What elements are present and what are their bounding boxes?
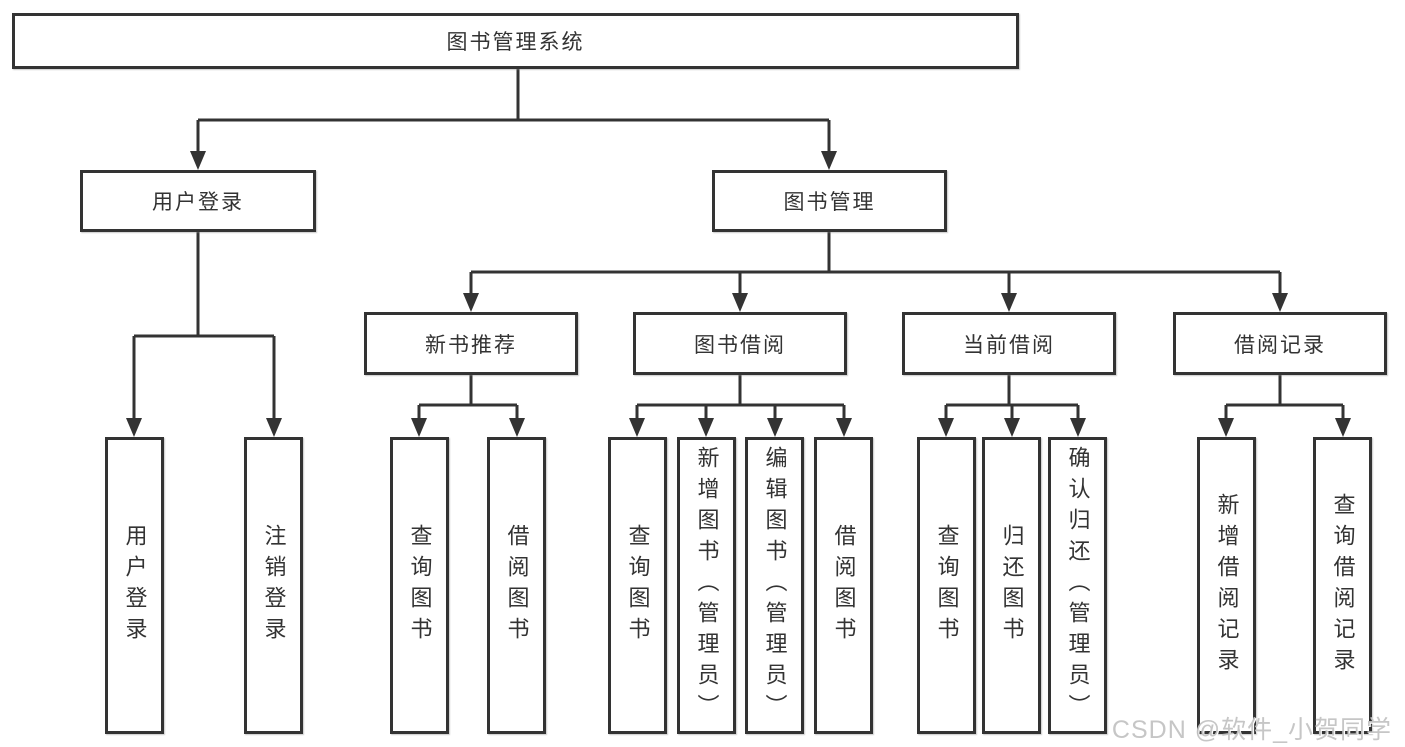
node-leaf-query-books: 查询图书 [390,437,449,734]
node-label: 注销登录 [261,523,287,648]
node-leaf-edit-books-admin: 编辑图书（管理员） [745,437,804,734]
connector-newbooks-branch [411,375,525,437]
node-label: 当前借阅 [963,333,1055,357]
arrowhead-icon [1218,418,1234,437]
csdn-watermark: CSDN @软件_小贺同学 [1111,716,1392,744]
arrowhead-icon [1335,418,1351,437]
node-label: 新书推荐 [425,333,517,357]
node-label: 查询图书 [625,523,651,648]
node-current-borrowing: 当前借阅 [902,312,1116,375]
node-label: 用户登录 [152,191,244,214]
node-library-management-system: 图书管理系统 [12,13,1019,69]
arrowhead-icon [698,418,714,437]
node-label: 借阅图书 [504,523,530,648]
node-leaf-return-books: 归还图书 [982,437,1041,734]
connector-login-branch [126,232,282,437]
node-label: 借阅图书 [831,523,857,648]
node-leaf-user-login: 用户登录 [105,437,164,734]
node-leaf-add-books-admin: 新增图书（管理员） [677,437,736,734]
connector-management-to-level3 [463,232,1288,312]
arrowhead-icon [732,293,748,312]
node-leaf-query-books: 查询图书 [917,437,976,734]
node-new-book-recommend: 新书推荐 [364,312,578,375]
arrowhead-icon [411,418,427,437]
node-label: 借阅记录 [1234,333,1326,357]
node-label: 新增图书（管理员） [694,446,720,725]
node-book-borrowing: 图书借阅 [633,312,847,375]
arrowhead-icon [1004,418,1020,437]
node-label: 用户登录 [122,523,148,648]
node-label: 新增借阅记录 [1214,492,1240,679]
node-leaf-borrow-books: 借阅图书 [487,437,546,734]
arrowhead-icon [1001,293,1017,312]
node-label: 图书管理系统 [446,31,585,54]
arrowhead-icon [938,418,954,437]
arrowhead-icon [126,418,142,437]
node-leaf-query-books: 查询图书 [608,437,667,734]
arrowhead-icon [1070,418,1086,437]
arrowhead-icon [629,418,645,437]
arrowhead-icon [463,293,479,312]
node-leaf-add-borrow-record: 新增借阅记录 [1197,437,1256,734]
arrowhead-icon [509,418,525,437]
arrowhead-icon [1272,293,1288,312]
node-label: 图书管理 [783,191,876,214]
node-book-management: 图书管理 [712,170,947,232]
node-label: 编辑图书（管理员） [762,446,788,725]
node-label: 查询图书 [407,523,433,648]
connector-current-branch [938,375,1086,437]
connector-root-to-level2 [190,69,837,170]
node-leaf-borrow-books: 借阅图书 [814,437,873,734]
node-user-login: 用户登录 [80,170,316,232]
arrowhead-icon [190,151,206,170]
arrowhead-icon [821,151,837,170]
arrowhead-icon [767,418,783,437]
node-leaf-logout: 注销登录 [244,437,303,734]
arrowhead-icon [266,418,282,437]
node-label: 归还图书 [999,523,1025,648]
node-leaf-confirm-return-admin: 确认归还（管理员） [1048,437,1107,734]
connector-borrowing-branch [629,375,852,437]
node-leaf-query-borrow-record: 查询借阅记录 [1313,437,1372,734]
node-label: 查询借阅记录 [1330,492,1356,679]
node-label: 查询图书 [934,523,960,648]
connector-records-branch [1218,375,1351,437]
node-label: 图书借阅 [694,333,786,357]
node-label: 确认归还（管理员） [1065,446,1091,725]
arrowhead-icon [836,418,852,437]
node-borrow-records: 借阅记录 [1173,312,1387,375]
